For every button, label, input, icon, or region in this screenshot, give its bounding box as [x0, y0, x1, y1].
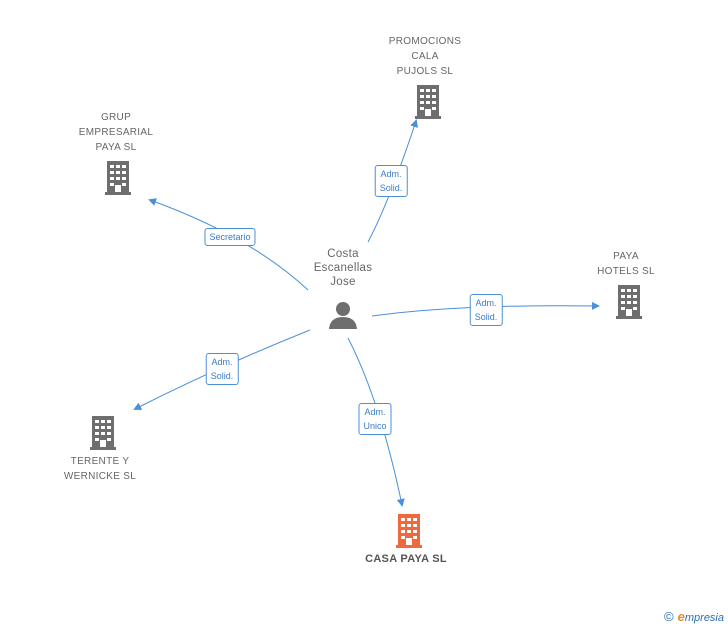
- role-badge-promocions[interactable]: Adm. Solid.: [374, 165, 408, 197]
- role-badge-terente[interactable]: Adm. Solid.: [205, 353, 239, 385]
- person-name[interactable]: Costa Escanellas Jose: [313, 248, 373, 288]
- building-icon[interactable]: [105, 161, 131, 195]
- company-label-grup[interactable]: GRUP EMPRESARIAL PAYA SL: [78, 112, 154, 153]
- copyright-icon: ©: [664, 609, 674, 624]
- building-icon[interactable]: [90, 416, 116, 450]
- company-label-terente[interactable]: TERENTE Y WERNICKE SL: [63, 456, 137, 482]
- role-badge-casa-paya[interactable]: Adm. Unico: [358, 403, 392, 435]
- brand-initial: e: [677, 609, 685, 624]
- building-icon[interactable]: [415, 85, 441, 119]
- brand-name: mpresia: [684, 612, 724, 624]
- person-icon[interactable]: [328, 300, 358, 330]
- building-icon[interactable]: [616, 285, 642, 319]
- company-label-paya-hotels[interactable]: PAYA HOTELS SL: [597, 251, 655, 277]
- building-icon[interactable]: [396, 514, 422, 548]
- company-label-promocions[interactable]: PROMOCIONS CALA PUJOLS SL: [388, 36, 462, 77]
- brand-watermark: ©empresia: [664, 609, 724, 624]
- company-label-casa-paya[interactable]: CASA PAYA SL: [365, 553, 447, 565]
- role-badge-grup[interactable]: Secretario: [204, 228, 256, 246]
- role-badge-paya-hotels[interactable]: Adm. Solid.: [469, 294, 503, 326]
